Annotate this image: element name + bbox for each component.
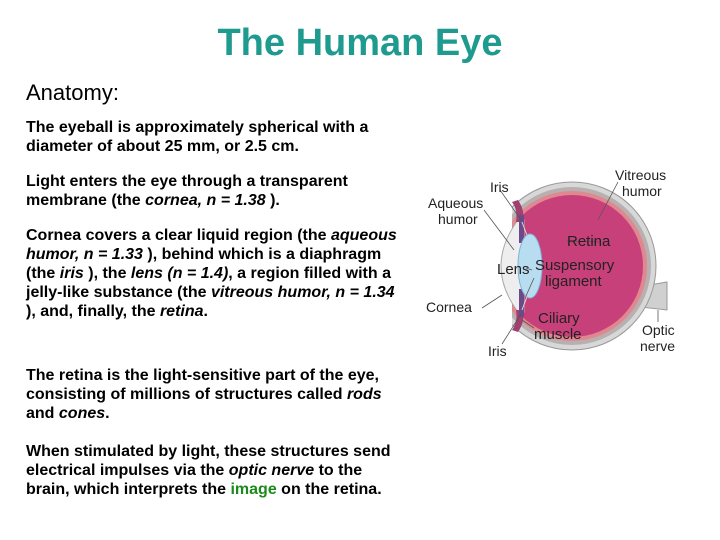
leader-retina xyxy=(566,240,601,243)
text-segment: . xyxy=(105,405,110,422)
label-suspensory-2: ligament xyxy=(545,273,603,290)
lens-shape xyxy=(517,233,543,299)
paragraph-eye-regions: Cornea covers a clear liquid region (the… xyxy=(26,226,406,321)
leader-iris-bottom xyxy=(501,313,522,345)
text-rods-term: rods xyxy=(346,386,382,403)
page-title: The Human Eye xyxy=(217,22,503,64)
text-segment: Cornea covers a clear liquid region (the xyxy=(26,227,331,244)
label-aqueous-1: Aqueous xyxy=(428,195,483,211)
text-lens-term: lens (n = 1.4) xyxy=(130,265,229,282)
text-segment: ). xyxy=(265,192,280,209)
text-segment: The retina is the light-sensitive part o… xyxy=(26,367,379,403)
label-cornea: Cornea xyxy=(426,299,472,315)
text-segment: , a region filled with a jelly-like subs… xyxy=(26,265,391,301)
section-heading: Anatomy: xyxy=(26,80,119,105)
leader-lens xyxy=(525,267,533,271)
text-segment: . xyxy=(203,303,208,320)
leader-iris-top xyxy=(499,189,522,221)
text-cornea-term: cornea, n = 1.38 xyxy=(145,192,266,209)
leader-vitreous xyxy=(597,181,619,221)
text-segment: and xyxy=(26,405,59,422)
text-optic-nerve-term: optic nerve xyxy=(228,462,315,479)
text-segment: ), behind which is a diaphragm (the xyxy=(26,246,382,282)
text-segment: When stimulated by light, these structur… xyxy=(26,443,391,479)
label-lens: Lens xyxy=(497,261,530,278)
text-cones-term: cones xyxy=(58,405,106,422)
label-optic-1: Optic xyxy=(642,322,675,338)
label-optic-2: nerve xyxy=(640,338,675,354)
label-retina: Retina xyxy=(567,233,611,250)
vitreous-humor-shape xyxy=(501,195,643,337)
label-ciliary-1: Ciliary xyxy=(538,310,580,327)
paragraph-optic-nerve: When stimulated by light, these structur… xyxy=(26,442,406,499)
text-segment: ), and, finally, the xyxy=(26,303,160,320)
leader-ciliary xyxy=(521,319,535,329)
label-iris-bottom: Iris xyxy=(488,343,507,359)
leader-suspensory xyxy=(525,277,535,297)
text-retina-term: retina xyxy=(159,303,204,320)
label-ciliary-2: muscle xyxy=(534,326,582,343)
text-segment: Light enters the eye through a transpare… xyxy=(26,173,348,209)
text-vitreous-term: vitreous humor, n = 1.34 xyxy=(210,284,395,301)
leader-aqueous xyxy=(483,209,515,251)
label-iris-top: Iris xyxy=(490,179,509,195)
iris-bottom-shape xyxy=(519,289,524,317)
text-aqueous-term: aqueous humor, n = 1.33 xyxy=(26,227,397,263)
text-segment: ), the xyxy=(83,265,131,282)
label-suspensory-1: Suspensory xyxy=(535,257,615,274)
text-segment: on the retina. xyxy=(276,481,382,498)
text-iris-term: iris xyxy=(59,265,84,282)
text-image-term: image xyxy=(230,481,277,498)
label-aqueous-2: humor xyxy=(438,211,478,227)
label-vitreous-1: Vitreous xyxy=(615,167,666,183)
paragraph-eyeball-size: The eyeball is approximately spherical w… xyxy=(26,119,369,155)
leader-cornea xyxy=(481,294,503,309)
text-segment: to the brain, which interprets the xyxy=(26,462,363,498)
paragraph-retina: The retina is the light-sensitive part o… xyxy=(26,366,406,423)
paragraph-cornea: Light enters the eye through a transpare… xyxy=(26,172,406,210)
eye-diagram: Iris Aqueous humor Vitreous humor Retina… xyxy=(426,167,675,359)
iris-top-shape xyxy=(519,215,524,243)
label-vitreous-2: humor xyxy=(622,183,662,199)
